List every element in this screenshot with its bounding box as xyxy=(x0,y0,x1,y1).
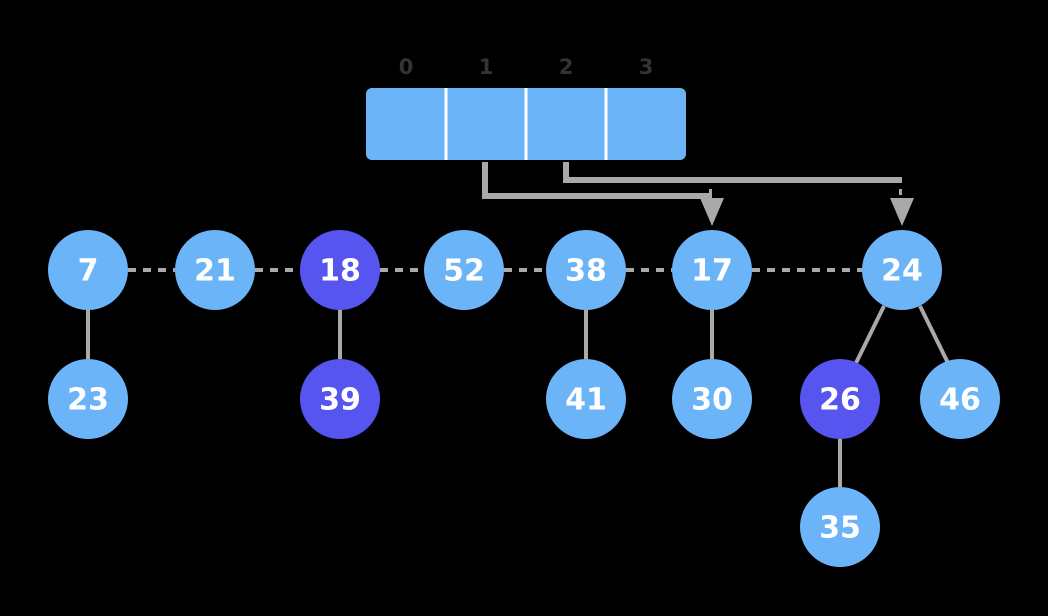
tree-solid-links xyxy=(86,305,950,487)
node-circle-23[interactable] xyxy=(48,359,128,439)
bucket-index-label-1: 1 xyxy=(479,55,494,79)
node-label-17: 17 xyxy=(691,254,733,289)
bucket-index-label-2: 2 xyxy=(559,55,574,79)
node-label-46: 46 xyxy=(939,383,981,418)
bucket-cell-1[interactable] xyxy=(446,88,526,160)
bucket-cell-3[interactable] xyxy=(606,88,686,160)
node-circle-38[interactable] xyxy=(546,230,626,310)
node-24[interactable]: 24 xyxy=(862,230,942,310)
node-label-38: 38 xyxy=(565,254,607,289)
bucket-pointer-arrows xyxy=(482,162,914,226)
pointer-bucket-2-head xyxy=(890,198,914,226)
node-circle-35[interactable] xyxy=(800,487,880,567)
link-24-26 xyxy=(854,305,886,364)
node-circle-26[interactable] xyxy=(800,359,880,439)
node-label-26: 26 xyxy=(819,383,861,418)
bucket-index-label-3: 3 xyxy=(639,55,654,79)
node-38[interactable]: 38 xyxy=(546,230,626,310)
bucket-cell-2[interactable] xyxy=(526,88,606,160)
node-21[interactable]: 21 xyxy=(175,230,255,310)
node-35[interactable]: 35 xyxy=(800,487,880,567)
node-circle-7[interactable] xyxy=(48,230,128,310)
node-label-24: 24 xyxy=(881,254,923,289)
node-circle-52[interactable] xyxy=(424,230,504,310)
node-circle-46[interactable] xyxy=(920,359,1000,439)
node-26[interactable]: 26 xyxy=(800,359,880,439)
node-17[interactable]: 17 xyxy=(672,230,752,310)
node-circle-39[interactable] xyxy=(300,359,380,439)
node-collection: 7 21 18 52 38 17 24 23 39 41 30 26 46 35 xyxy=(48,230,1000,567)
node-circle-41[interactable] xyxy=(546,359,626,439)
node-30[interactable]: 30 xyxy=(672,359,752,439)
node-label-7: 7 xyxy=(78,254,99,289)
bucket-cell-0[interactable] xyxy=(366,88,446,160)
node-label-35: 35 xyxy=(819,511,861,546)
node-18[interactable]: 18 xyxy=(300,230,380,310)
node-label-39: 39 xyxy=(319,383,361,418)
node-circle-18[interactable] xyxy=(300,230,380,310)
node-41[interactable]: 41 xyxy=(546,359,626,439)
bucket-index-labels: 0 1 2 3 xyxy=(399,55,654,79)
node-label-52: 52 xyxy=(443,254,485,289)
node-46[interactable]: 46 xyxy=(920,359,1000,439)
node-39[interactable]: 39 xyxy=(300,359,380,439)
pointer-bucket-1-head xyxy=(700,198,724,226)
node-label-23: 23 xyxy=(67,383,109,418)
node-circle-24[interactable] xyxy=(862,230,942,310)
node-label-21: 21 xyxy=(194,254,236,289)
node-52[interactable]: 52 xyxy=(424,230,504,310)
node-label-30: 30 xyxy=(691,383,733,418)
node-label-18: 18 xyxy=(319,254,361,289)
link-24-46 xyxy=(918,305,950,364)
bucket-index-label-0: 0 xyxy=(399,55,414,79)
node-label-41: 41 xyxy=(565,383,607,418)
node-7[interactable]: 7 xyxy=(48,230,128,310)
node-circle-21[interactable] xyxy=(175,230,255,310)
pointer-bucket-1-line xyxy=(482,162,712,199)
pointer-bucket-2-line xyxy=(563,162,902,183)
hash-bucket-array xyxy=(366,88,686,160)
node-23[interactable]: 23 xyxy=(48,359,128,439)
node-circle-30[interactable] xyxy=(672,359,752,439)
node-circle-17[interactable] xyxy=(672,230,752,310)
